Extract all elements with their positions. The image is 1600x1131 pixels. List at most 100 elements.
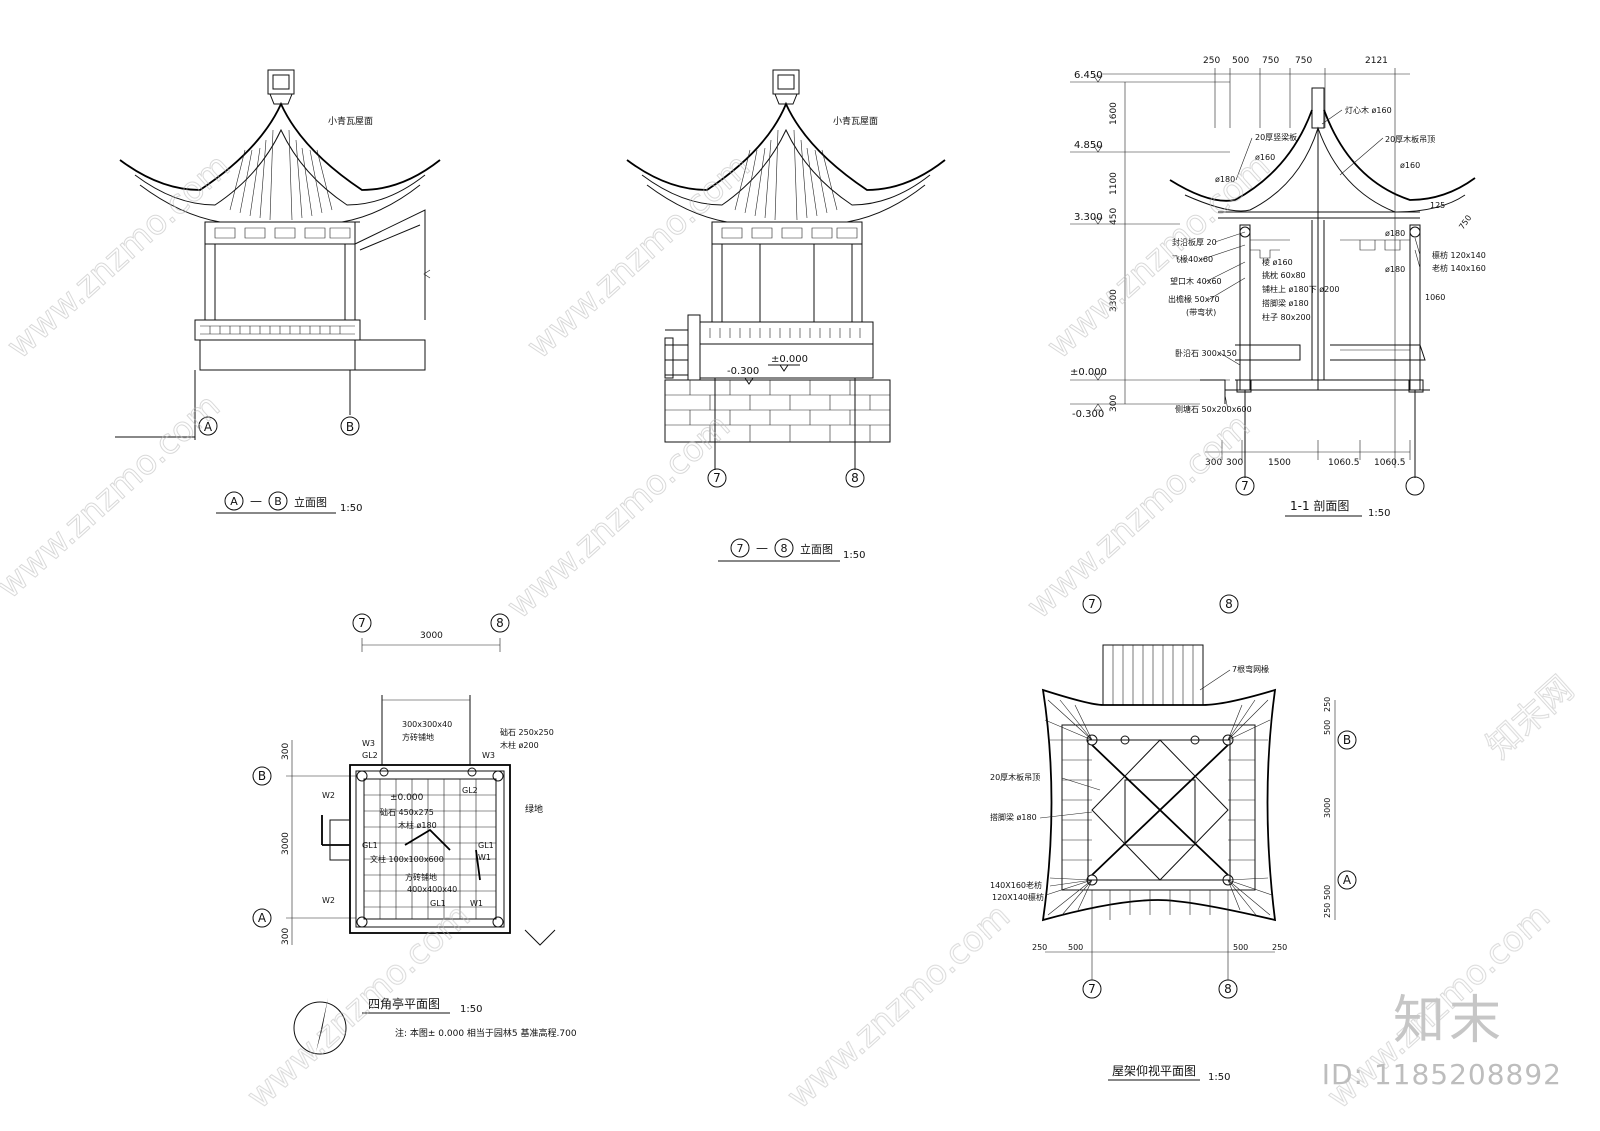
svg-text:1600: 1600 [1109,102,1119,125]
svg-text:ø180: ø180 [1215,175,1235,184]
svg-text:GL1: GL1 [430,899,446,908]
elevation-7-8: ±0.000 -0.300 7 8 小青瓦屋面 7 8 — 立面图 1:50 [626,69,946,562]
svg-text:2121: 2121 [1365,56,1388,66]
svg-text:望口木 40x60: 望口木 40x60 [1170,276,1222,286]
svg-text:250: 250 [1323,903,1332,918]
svg-text:础石 250x250: 础石 250x250 [500,727,554,737]
level-0: ±0.000 [771,354,808,365]
svg-text:3000: 3000 [420,631,443,641]
svg-text:750: 750 [1457,213,1473,231]
svg-text:1060: 1060 [1425,293,1445,302]
svg-text:www.znzmo.com: www.znzmo.com [0,146,238,367]
plan-notes: 300x300x40 方砖铺地 础石 250x250 木柱 ø200 W3 GL… [322,720,554,908]
svg-text:GL1: GL1 [362,841,378,850]
svg-text:GL2: GL2 [362,751,378,760]
svg-text:www.znzmo.com: www.znzmo.com [0,386,228,607]
svg-text:8: 8 [1224,982,1232,996]
view-scale: 1:50 [340,503,362,514]
roof-note-2: 小青瓦屋面 [833,115,878,127]
svg-text:500: 500 [1232,56,1249,66]
svg-text:檩枋 120x140: 檩枋 120x140 [1432,250,1486,260]
view-title-section: 1-1 剖面图 [1290,499,1349,513]
grid-label-a: A [204,420,213,434]
svg-text:1:50: 1:50 [1368,508,1390,519]
svg-text:GL1: GL1 [478,841,494,850]
svg-text:300: 300 [1226,458,1243,468]
svg-text:500: 500 [1323,720,1332,735]
plan-footnote: 注: 本图± 0.000 相当于园林5 基准高程.700 [395,1027,577,1039]
north-arrow-icon [293,1001,347,1055]
svg-text:ø160: ø160 [1255,153,1275,162]
svg-text:ø180: ø180 [1385,229,1405,238]
svg-text:300: 300 [1205,458,1222,468]
roof-plan-notes: 7根弯网椽 20厚木板吊顶 搭脚梁 ø180 140X160老枋 120X140… [990,664,1269,902]
svg-text:250: 250 [1032,943,1047,952]
svg-text:4.850: 4.850 [1074,140,1103,151]
brand-logo: 知末 [1392,991,1505,1051]
svg-text:老枋 140x160: 老枋 140x160 [1432,263,1486,273]
svg-text:W2: W2 [322,896,335,905]
view-title-elev-78: 立面图 [800,542,833,556]
svg-text:3000: 3000 [1323,798,1332,818]
svg-text:文柱 100x100x600: 文柱 100x100x600 [370,854,444,864]
watermark: www.znzmo.com www.znzmo.com www.znzmo.co… [0,146,1582,1118]
svg-text:7: 7 [737,542,744,555]
svg-text:120X140檩枋: 120X140檩枋 [992,892,1044,902]
svg-text:W3: W3 [362,739,375,748]
svg-text:8: 8 [1225,597,1233,611]
view-title-plan: 四角亭平面图 [368,996,440,1011]
svg-text:±0.000: ±0.000 [390,793,424,803]
grid-label-8: 8 [851,471,859,485]
svg-text:www.znzmo.com: www.znzmo.com [1039,146,1278,367]
svg-text:1500: 1500 [1268,458,1291,468]
svg-text:500: 500 [1068,943,1083,952]
svg-text:125: 125 [1430,201,1445,210]
svg-text:300: 300 [1109,395,1119,412]
svg-text:—: — [250,494,262,508]
svg-text:7: 7 [1088,982,1096,996]
svg-text:20厚竖梁板: 20厚竖梁板 [1255,132,1297,142]
svg-text:A: A [258,911,267,925]
roof-frame-plan: 7 8 B A 250 500 30 [990,594,1357,1083]
svg-text:250: 250 [1272,943,1287,952]
svg-text:飞椽40x60: 飞椽40x60 [1172,254,1213,264]
svg-text:500: 500 [1323,885,1332,900]
svg-text:出檐椽 50x70: 出檐椽 50x70 [1168,294,1220,304]
svg-text:W1: W1 [470,899,483,908]
svg-text:W2: W2 [322,791,335,800]
svg-text:ø180: ø180 [1385,265,1405,274]
svg-text:ø160: ø160 [1400,161,1420,170]
svg-text:3.300: 3.300 [1074,212,1103,223]
svg-text:方砖铺地: 方砖铺地 [405,872,437,882]
section-grid-label: 7 [1241,479,1249,493]
svg-text:B: B [1343,733,1351,747]
svg-text:300x300x40: 300x300x40 [402,720,452,729]
section-notes-left: 封沿板厚 20 飞椽40x60 望口木 40x60 出檐椽 50x70 (带弯状… [1168,231,1252,414]
svg-text:搭脚梁 ø180: 搭脚梁 ø180 [1262,298,1309,308]
pavilion-plan: 7 8 3000 B A 300 3000 300 300x300x40 [252,613,577,1055]
level-minus: -0.300 [727,366,759,377]
svg-text:—: — [756,541,768,555]
svg-text:知末网: 知末网 [1479,669,1582,767]
svg-text:木柱 ø200: 木柱 ø200 [500,740,539,750]
svg-text:20厚木板吊顶: 20厚木板吊顶 [1385,134,1435,144]
svg-text:侧塘石 50x200x600: 侧塘石 50x200x600 [1175,404,1252,414]
svg-text:木柱 ø180: 木柱 ø180 [398,820,437,830]
svg-text:A: A [230,495,238,508]
svg-text:柱子 80x200: 柱子 80x200 [1262,312,1311,322]
grid-label-7: 7 [713,471,721,485]
svg-text:W3: W3 [482,751,495,760]
image-id: ID: 1185208892 [1321,1058,1562,1091]
svg-text:1:50: 1:50 [460,1004,482,1015]
svg-text:棱 ø160: 棱 ø160 [1262,257,1293,267]
svg-text:750: 750 [1262,56,1279,66]
svg-text:www.znzmo.com: www.znzmo.com [499,406,738,627]
svg-text:GL2: GL2 [462,786,478,795]
svg-text:3000: 3000 [281,832,291,855]
svg-text:1:50: 1:50 [843,550,865,561]
section-1-1: 250 500 750 750 2121 6.450 4.850 3.300 ±… [1070,56,1486,519]
svg-text:W1: W1 [478,853,491,862]
svg-text:1:50: 1:50 [1208,1072,1230,1083]
svg-text:250: 250 [1203,56,1220,66]
